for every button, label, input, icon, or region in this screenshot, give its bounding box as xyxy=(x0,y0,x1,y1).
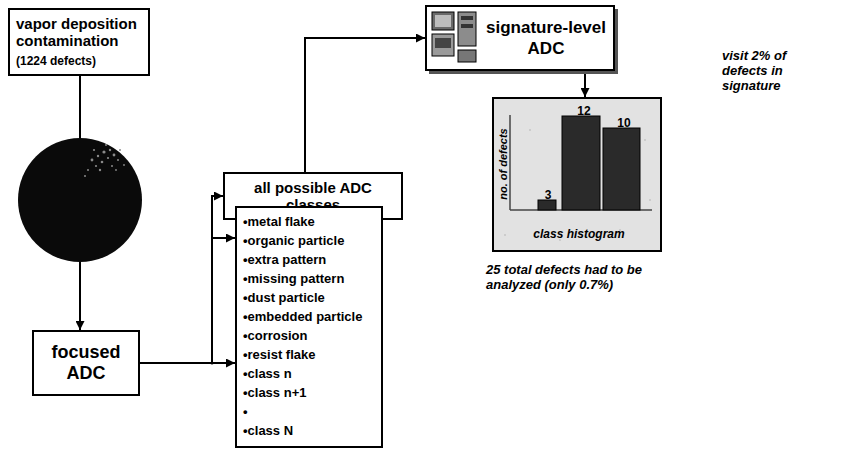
node-text: •class N xyxy=(243,421,375,440)
connector-arrow xyxy=(140,362,235,364)
bar-value: 12 xyxy=(574,104,594,119)
histogram-chart xyxy=(492,97,662,252)
box-fill xyxy=(425,5,615,71)
axis-label: no. of defects xyxy=(496,122,510,206)
box-shadow xyxy=(615,9,618,74)
connector-arrow xyxy=(584,71,586,97)
box-shadow xyxy=(429,71,617,74)
node-text: •resist flake xyxy=(243,345,375,364)
note-text: 25 total defects had to be analyzed (onl… xyxy=(486,262,696,292)
node-text: •embedded particle xyxy=(243,307,375,326)
process-box: signature-level ADC xyxy=(425,5,615,71)
node-text: •dust particle xyxy=(243,288,375,307)
node-text: • xyxy=(243,402,375,421)
bar-value: 10 xyxy=(614,116,634,131)
note-text: visit 2% of defects in signature xyxy=(722,48,834,93)
process-box: focused ADC xyxy=(32,330,140,396)
connector-arrow xyxy=(140,196,223,363)
node-text: (1224 defects) xyxy=(16,53,142,69)
node-text: •extra pattern xyxy=(243,250,375,269)
node-text: •class n xyxy=(243,364,375,383)
node-text: •missing pattern xyxy=(243,269,375,288)
branch-arrow xyxy=(212,237,235,239)
node-text: •class n+1 xyxy=(243,383,375,402)
connector-arrow xyxy=(305,38,425,172)
class-list-box: •metal flake•organic particle•extra patt… xyxy=(235,206,383,448)
source-box: vapor deposition contamination (1224 defe… xyxy=(8,8,150,76)
wafer-image xyxy=(18,138,142,262)
node-title: •metal flake xyxy=(243,212,375,231)
histogram-box: 12 10 3 no. of defects class histogram xyxy=(492,97,662,252)
axis-label: class histogram xyxy=(502,227,656,242)
node-title: vapor deposition contamination xyxy=(16,15,142,49)
junction-dot xyxy=(211,362,214,365)
node-title: signature-level ADC xyxy=(483,17,609,59)
node-text: •corrosion xyxy=(243,326,375,345)
node-title: focused ADC xyxy=(38,342,134,384)
bar-value: 3 xyxy=(541,188,555,203)
node-text: •organic particle xyxy=(243,231,375,250)
computer-icon xyxy=(432,12,476,62)
